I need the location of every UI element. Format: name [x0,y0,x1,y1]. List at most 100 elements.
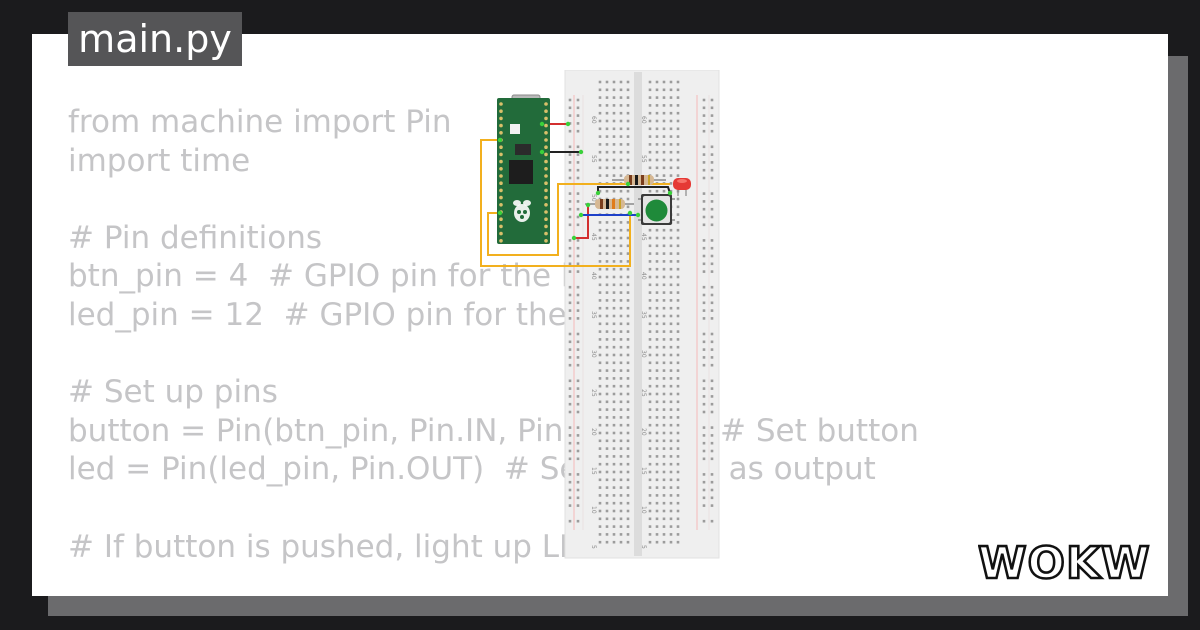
breadboard-hole [676,96,680,99]
breadboard-hole [605,509,609,513]
pico-pin [544,131,548,135]
breadboard-hole [605,369,609,372]
resistor-top[interactable] [612,175,666,185]
breadboard-hole [676,127,680,131]
breadboard-hole [605,119,609,123]
breadboard-hole [626,361,630,365]
breadboard-hole [655,150,659,154]
breadboard-hole [676,400,680,404]
breadboard-hole [662,330,666,333]
breadboard-hole [662,150,666,154]
rail-hole [576,387,580,390]
rail-hole [702,254,706,258]
breadboard-hole [612,416,616,419]
circuit-diagram: 6060555550504545404035353030252520201515… [480,70,720,559]
rail-hole [710,504,714,507]
breadboard-hole [648,150,652,154]
breadboard-hole [669,150,673,154]
breadboard-hole [662,291,666,294]
breadboard-channel [634,72,642,556]
breadboard-hole [605,338,609,341]
rail-hole [702,496,706,500]
breadboard-hole [669,330,673,333]
breadboard-hole [626,104,630,107]
rail-hole [710,402,714,406]
red-led[interactable] [673,178,691,196]
breadboard-hole [619,478,623,482]
breadboard-hole [669,143,673,146]
breadboard-hole [619,158,623,162]
breadboard-hole [612,127,616,131]
rail-hole [710,98,714,102]
rail-hole [702,145,706,149]
breadboard-hole [648,299,652,302]
breadboard-hole [655,283,659,287]
breadboard-hole [598,353,602,357]
breadboard-hole [676,275,680,279]
pico-pin [544,159,548,164]
breadboard-hole [669,322,673,326]
rail-hole [702,504,706,507]
breadboard-hole [605,267,609,271]
breadboard-hole [648,88,652,92]
breadboard-hole [669,408,673,411]
breadboard-hole [676,494,680,497]
breadboard-hole [648,431,652,435]
rail-hole [702,207,706,211]
breadboard-hole [626,252,630,255]
rail-hole [710,254,714,258]
pico-pin [544,145,548,149]
breadboard-hole [619,517,623,521]
breadboard-hole [676,455,680,458]
breadboard-hole [669,392,673,396]
breadboard-hole [598,228,602,232]
pico-pin [499,195,503,200]
breadboard-hole [605,431,609,435]
breadboard-hole [598,408,602,411]
breadboard-hole [612,361,616,365]
pico-pin [544,188,548,193]
breadboard-hole [619,533,623,536]
raspberry-pi-pico[interactable] [497,94,550,244]
pico-pin [499,188,503,193]
breadboard-hole [648,517,652,521]
rail-hole [702,402,706,406]
rail-hole [710,223,714,227]
breadboard-hole [612,369,616,372]
rail-hole [702,192,706,195]
breadboard-hole [648,361,652,365]
breadboard-hole [605,228,609,232]
breadboard-hole [655,80,659,84]
breadboard-hole [669,431,673,435]
push-button[interactable] [638,194,675,225]
breadboard-hole [598,533,602,536]
file-tab[interactable]: main.py [68,12,242,66]
breadboard-hole [598,189,602,193]
pico-pins [499,102,548,243]
breadboard-hole [626,236,630,240]
rail-hole [568,161,572,164]
breadboard-hole [605,416,609,419]
breadboard-hole [662,267,666,271]
breadboard-row-label: 10 [640,506,647,514]
breadboard-hole [605,166,609,170]
breadboard-hole [605,330,609,333]
breadboard-hole [655,486,659,489]
breadboard-hole [626,392,630,396]
breadboard-hole [655,525,659,528]
breadboard-hole [598,80,602,84]
pico-pin [544,123,548,128]
breadboard-row-label: 20 [640,428,647,436]
rail-hole [576,457,580,461]
rail-hole [568,504,572,507]
rail-hole [568,363,572,367]
breadboard-hole [619,314,623,318]
resistor-bottom[interactable] [585,199,634,209]
breadboard-hole [626,540,630,544]
breadboard-hole [669,275,673,279]
breadboard-hole [662,306,666,310]
breadboard-hole [626,455,630,458]
breadboard-hole [669,462,673,466]
breadboard-hole [676,392,680,396]
breadboard-hole [648,486,652,489]
